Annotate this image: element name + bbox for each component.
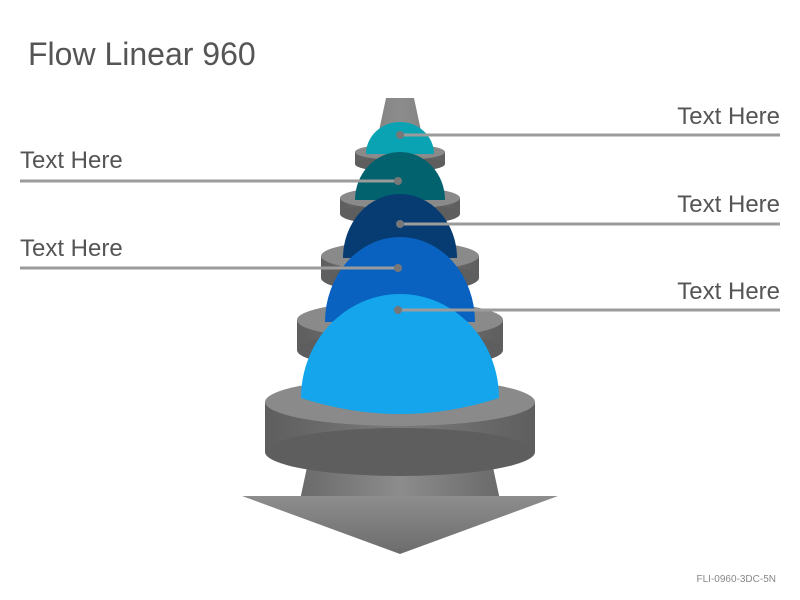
stage-label-1: Text Here [677, 103, 780, 130]
arrow-head [242, 496, 558, 554]
stage-label-5: Text Here [677, 278, 780, 305]
slide-code: FLI-0960-3DC-5N [697, 574, 776, 585]
connector-4 [20, 264, 402, 272]
dome-4 [325, 237, 475, 322]
connector-3 [396, 220, 780, 228]
stage-label-3: Text Here [677, 191, 780, 218]
stage-label-4: Text Here [20, 235, 123, 262]
slide-title: Flow Linear 960 [28, 36, 256, 72]
dome-2 [355, 152, 445, 200]
connector-1 [396, 131, 780, 139]
connector-2 [20, 177, 402, 185]
connector-5 [394, 306, 780, 314]
stage-label-2: Text Here [20, 147, 123, 174]
dome-5 [301, 294, 499, 414]
